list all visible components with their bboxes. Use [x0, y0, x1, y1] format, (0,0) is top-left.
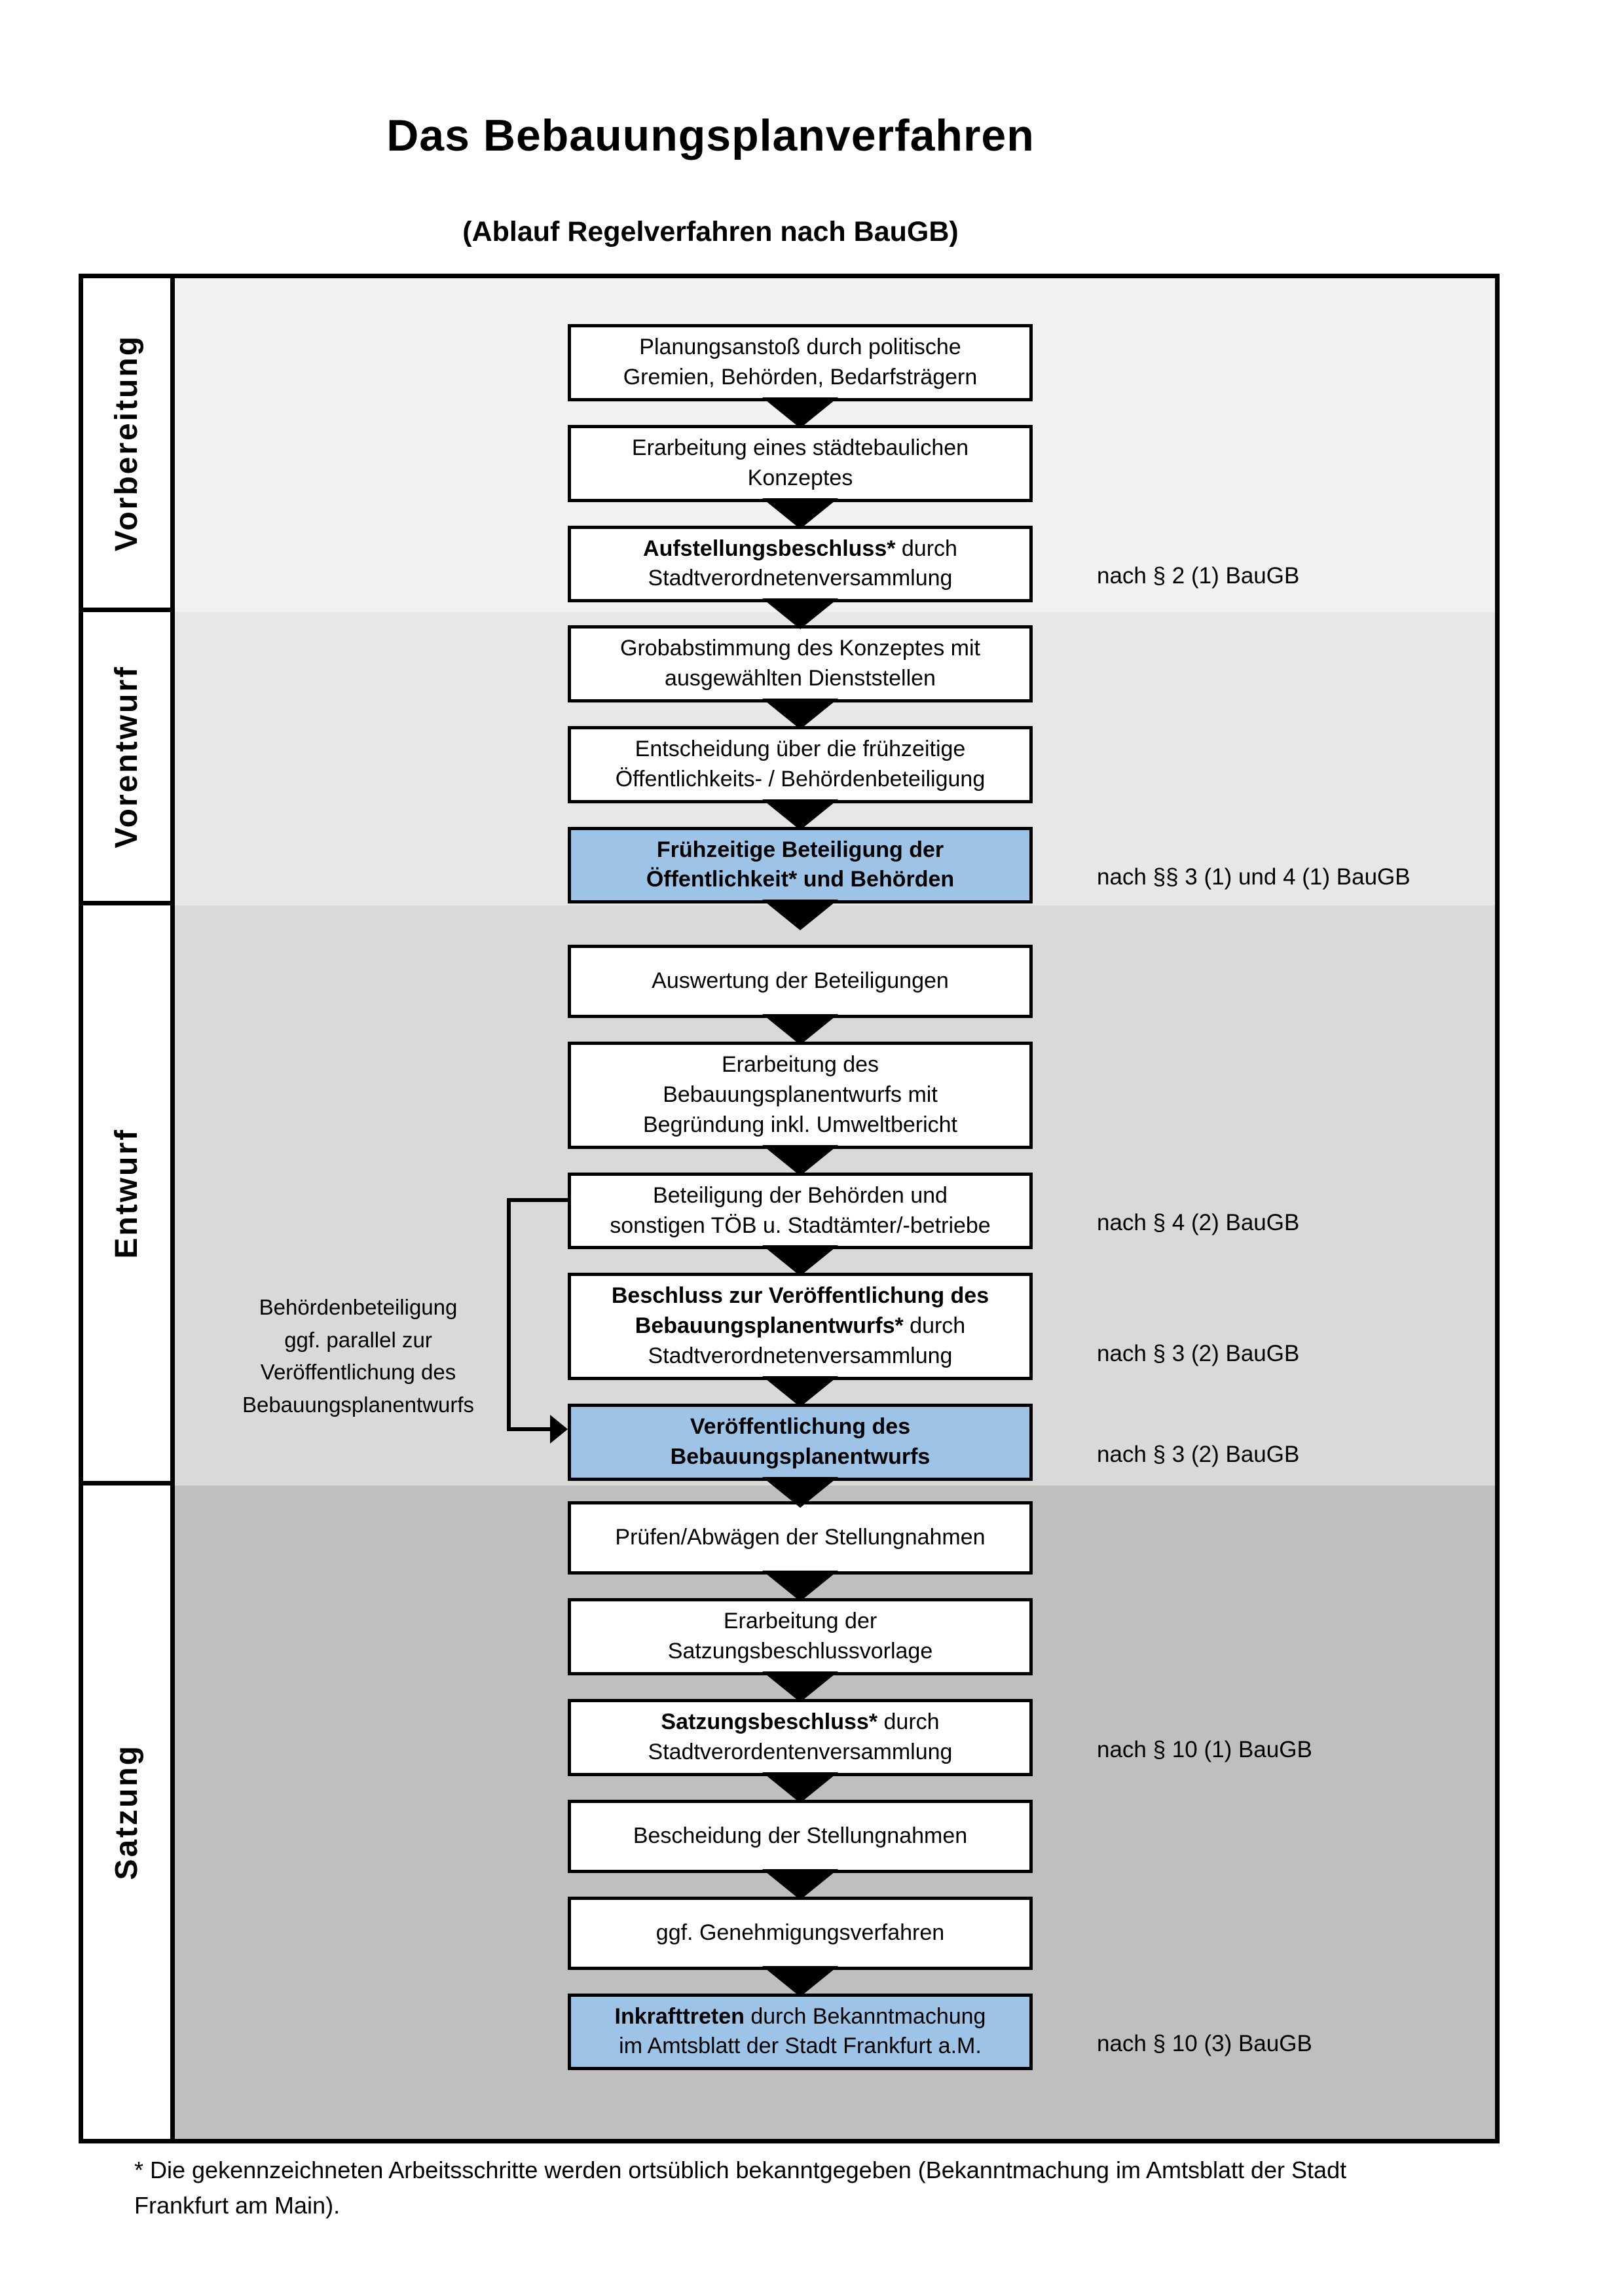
phase-label-satzung: Satzung	[83, 1485, 170, 2139]
down-arrow-icon	[762, 1014, 838, 1045]
down-arrow-icon	[762, 698, 838, 729]
down-arrow-icon	[762, 1868, 838, 1900]
flow-step-satzungsbeschluss: Satzungsbeschluss* durch Stadtverordente…	[175, 1698, 1495, 1776]
down-arrow-icon	[762, 1965, 838, 1997]
flow-box: Auswertung der Beteiligungen	[568, 945, 1033, 1018]
phase-label-entwurf: Entwurf	[83, 905, 170, 1485]
flow-step-fruehzeitige-beteiligung: Frühzeitige Beteiligung der Öffentlichke…	[175, 826, 1495, 904]
flow-step-bescheidung: Bescheidung der Stellungnahmen	[175, 1799, 1495, 1873]
down-arrow-icon	[762, 1144, 838, 1176]
legal-reference: nach § 4 (2) BauGB	[1097, 1210, 1300, 1236]
down-arrow-icon	[762, 1571, 838, 1601]
flow-step-beschluss-veroeffentlichung: Beschluss zur Veröffentlichung des Bebau…	[175, 1273, 1495, 1381]
down-arrow-icon	[762, 1772, 838, 1803]
flow-step-grobabstimmung: Grobabstimmung des Konzeptes mit ausgewä…	[175, 625, 1495, 702]
phase-label-vorbereitung: Vorbereitung	[83, 278, 170, 612]
flow-box: Entscheidung über die frühzeitige Öffent…	[568, 725, 1033, 803]
page-subtitle: (Ablauf Regelverfahren nach BauGB)	[462, 216, 959, 247]
page-title: Das Bebauungsplanverfahren	[386, 111, 1035, 160]
legal-reference: nach § 3 (2) BauGB	[1097, 1341, 1300, 1367]
flow-box-highlighted: Frühzeitige Beteiligung der Öffentlichke…	[568, 826, 1033, 904]
flow-box: ggf. Genehmigungsverfahren	[568, 1896, 1033, 1970]
down-arrow-icon	[762, 1376, 838, 1408]
flow-step-behoerdenbeteiligung: Beteiligung der Behörden und sonstigen T…	[175, 1172, 1495, 1250]
footnote: * Die gekennzeichneten Arbeitsschritte w…	[134, 2157, 1347, 2219]
down-arrow-icon	[762, 498, 838, 529]
flow-step-veroeffentlichung: Veröffentlichung des Bebauungsplanentwur…	[175, 1404, 1495, 1481]
phase-label-vorentwurf: Vorentwurf	[83, 612, 170, 905]
down-arrow-icon	[762, 598, 838, 630]
down-arrow-icon	[762, 1671, 838, 1702]
legal-reference: nach § 3 (2) BauGB	[1097, 1441, 1300, 1467]
flow-step-satzungsbeschlussvorlage: Erarbeitung der Satzungsbeschlussvorlage	[175, 1598, 1495, 1675]
flow-box: Satzungsbeschluss* durch Stadtverordente…	[568, 1698, 1033, 1776]
down-arrow-icon	[762, 1245, 838, 1277]
flow-box: Beschluss zur Veröffentlichung des Bebau…	[568, 1273, 1033, 1381]
flow-box: Planungsanstoß durch politische Gremien,…	[568, 324, 1033, 401]
flowchart-frame: Vorbereitung Vorentwurf Entwurf Satzung …	[79, 274, 1500, 2143]
down-arrow-icon	[762, 1476, 838, 1508]
legal-reference: nach §§ 3 (1) und 4 (1) BauGB	[1097, 864, 1411, 890]
flow-step-pruefen-abwaegen: Prüfen/Abwägen der Stellungnahmen	[175, 1501, 1495, 1575]
flow-box-highlighted: Veröffentlichung des Bebauungsplanentwur…	[568, 1404, 1033, 1481]
flow-box: Erarbeitung der Satzungsbeschlussvorlage	[568, 1598, 1033, 1675]
phase-section-satzung: Prüfen/Abwägen der Stellungnahmen Erarbe…	[175, 1485, 1495, 2139]
flow-step-auswertung: Auswertung der Beteiligungen	[175, 945, 1495, 1018]
legal-reference: nach § 2 (1) BauGB	[1097, 563, 1300, 589]
flow-box: Prüfen/Abwägen der Stellungnahmen	[568, 1501, 1033, 1575]
flow-step-aufstellungsbeschluss: Aufstellungsbeschluss* durch Stadtverord…	[175, 525, 1495, 603]
flow-step-genehmigungsverfahren: ggf. Genehmigungsverfahren	[175, 1896, 1495, 1970]
down-arrow-icon	[762, 397, 838, 428]
flow-box: Aufstellungsbeschluss* durch Stadtverord…	[568, 525, 1033, 603]
flow-step-staedtebauliches-konzept: Erarbeitung eines städtebaulichen Konzep…	[175, 424, 1495, 502]
flow-box: Erarbeitung des Bebauungsplanentwurfs mi…	[568, 1042, 1033, 1149]
phase-label-column: Vorbereitung Vorentwurf Entwurf Satzung	[83, 278, 175, 2139]
phase-section-vorentwurf: Grobabstimmung des Konzeptes mit ausgewä…	[175, 612, 1495, 931]
flow-step-erarbeitung-entwurf: Erarbeitung des Bebauungsplanentwurfs mi…	[175, 1042, 1495, 1149]
flow-column: Planungsanstoß durch politische Gremien,…	[175, 278, 1495, 2139]
phase-section-entwurf: Behördenbeteiligung ggf. parallel zur Ve…	[175, 905, 1495, 1508]
flow-box: Grobabstimmung des Konzeptes mit ausgewä…	[568, 625, 1033, 702]
flow-box-highlighted: Inkrafttreten durch Bekanntmachung im Am…	[568, 1993, 1033, 2071]
parallel-connector-arrow	[507, 1198, 568, 1444]
side-note-parallel-behoerdenbeteiligung: Behördenbeteiligung ggf. parallel zur Ve…	[242, 1295, 475, 1417]
flow-step-inkrafttreten: Inkrafttreten durch Bekanntmachung im Am…	[175, 1993, 1495, 2071]
legal-reference: nach § 10 (3) BauGB	[1097, 2031, 1312, 2057]
down-arrow-icon	[762, 900, 838, 931]
phase-section-vorbereitung: Planungsanstoß durch politische Gremien,…	[175, 278, 1495, 630]
flow-step-entscheidung-beteiligung: Entscheidung über die frühzeitige Öffent…	[175, 725, 1495, 803]
flow-step-planungsanstoss: Planungsanstoß durch politische Gremien,…	[175, 324, 1495, 401]
flow-box: Bescheidung der Stellungnahmen	[568, 1799, 1033, 1873]
flow-box: Beteiligung der Behörden und sonstigen T…	[568, 1172, 1033, 1250]
legal-reference: nach § 10 (1) BauGB	[1097, 1736, 1312, 1762]
down-arrow-icon	[762, 799, 838, 830]
flow-box: Erarbeitung eines städtebaulichen Konzep…	[568, 424, 1033, 502]
